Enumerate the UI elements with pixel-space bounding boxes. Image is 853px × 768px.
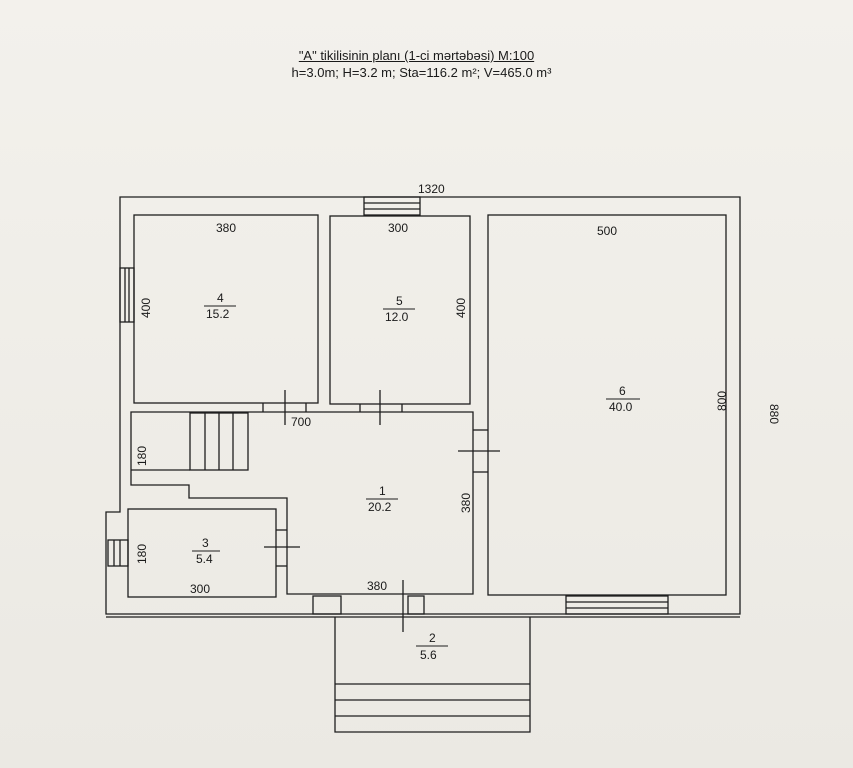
dim-hall-width: 700 (291, 415, 311, 429)
room-2-label: 2 5.6 (416, 631, 448, 662)
dim-room4-width: 380 (216, 221, 236, 235)
room-6-number: 6 (619, 384, 626, 398)
room-5-label: 5 12.0 (383, 294, 415, 324)
plan-title-block: "A" tikilisinin planı (1-ci mərtəbəsi) M… (0, 48, 853, 80)
window-bottom-room6 (565, 595, 669, 615)
stair-treads (131, 412, 249, 471)
dim-stair-height: 180 (135, 446, 149, 466)
room-1-area: 20.2 (368, 500, 392, 514)
room-6-outline (487, 214, 727, 596)
window-bottom-hall (312, 595, 425, 615)
room-3-label: 3 5.4 (192, 536, 220, 566)
door-room3 (264, 529, 300, 567)
plan-parameters: h=3.0m; H=3.2 m; Sta=116.2 m²; V=465.0 m… (291, 65, 552, 80)
room-4-area: 15.2 (206, 307, 230, 321)
window-left-room4 (119, 267, 135, 323)
dim-room5-height: 400 (454, 298, 468, 318)
room-4-label: 4 15.2 (204, 291, 236, 321)
dim-room5-width: 300 (388, 221, 408, 235)
room-1-outline (130, 411, 474, 595)
room-1-number: 1 (379, 484, 386, 498)
room-6-label: 6 40.0 (606, 384, 640, 414)
room-3-number: 3 (202, 536, 209, 550)
window-left-room3 (107, 539, 129, 567)
dim-overall-width: 1320 (418, 182, 445, 196)
room-5-number: 5 (396, 294, 403, 308)
room-4-number: 4 (217, 291, 224, 305)
door-room6 (458, 429, 500, 473)
room-3-area: 5.4 (196, 552, 213, 566)
dim-room3-width: 300 (190, 582, 210, 596)
dim-room3-height: 180 (135, 544, 149, 564)
dim-room4-height: 400 (139, 298, 153, 318)
dim-room6-width: 500 (597, 224, 617, 238)
entrance-porch (334, 617, 531, 733)
door-room4 (262, 390, 307, 425)
dim-hall-height: 380 (459, 493, 473, 513)
room-1-label: 1 20.2 (366, 484, 398, 514)
dim-hall-bottom-width: 380 (367, 579, 387, 593)
dim-overall-height: 880 (767, 404, 781, 424)
dim-room6-height: 800 (715, 391, 729, 411)
door-room5 (359, 390, 403, 425)
room-5-area: 12.0 (385, 310, 409, 324)
room-2-area: 5.6 (420, 648, 437, 662)
plan-title: "A" tikilisinin planı (1-ci mərtəbəsi) M… (298, 48, 535, 63)
room-5-outline (329, 215, 471, 405)
window-top (363, 196, 421, 216)
outer-wall (105, 196, 741, 615)
room-2-number: 2 (429, 631, 436, 645)
room-6-area: 40.0 (609, 400, 633, 414)
